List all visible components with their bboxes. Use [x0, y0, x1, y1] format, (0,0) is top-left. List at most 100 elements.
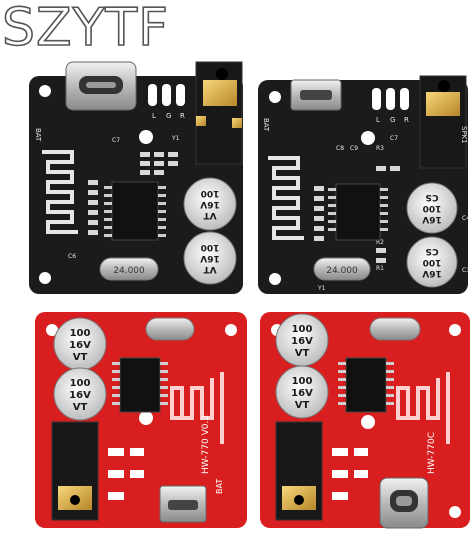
silk-L: L	[152, 112, 156, 120]
solder-pads	[372, 88, 409, 110]
mount-hole	[39, 272, 51, 284]
mount-hole	[139, 130, 153, 144]
pcb-antenna	[268, 156, 304, 240]
chip	[104, 181, 166, 241]
svg-text:100: 100	[423, 257, 442, 267]
svg-text:100: 100	[70, 378, 91, 389]
silk-Y1: Y1	[317, 285, 326, 292]
svg-text:100: 100	[201, 188, 220, 198]
silk-C9: C9	[350, 145, 358, 152]
silk-C3: C3	[462, 267, 470, 274]
chip	[328, 183, 388, 241]
silk-G: G	[166, 112, 171, 120]
capacitor: 16V 100 CS	[406, 182, 458, 234]
brand-watermark: SZYTF	[1, 0, 170, 59]
svg-text:16V: 16V	[422, 268, 442, 278]
svg-text:100: 100	[292, 376, 313, 387]
chip	[338, 357, 394, 413]
board-black-typec: L G R BAT C7 Y1	[29, 61, 243, 294]
smd-components	[314, 166, 400, 263]
silk-C7: Y1	[171, 135, 180, 142]
silk-C4: C4	[462, 215, 470, 222]
silk-C6: C7	[112, 137, 120, 144]
silk-C7: C7	[390, 135, 398, 142]
mount-hole	[46, 324, 58, 336]
mount-hole	[361, 415, 375, 429]
svg-text:100: 100	[201, 242, 220, 252]
usb-c-port	[379, 477, 429, 529]
crystal: 24.000	[99, 257, 159, 281]
svg-text:CS: CS	[425, 246, 438, 256]
capacitor: 100 16V VT	[53, 367, 107, 421]
crystal: 24.000	[313, 257, 371, 281]
svg-text:VT: VT	[203, 264, 217, 274]
svg-text:24.000: 24.000	[326, 266, 358, 276]
capacitor: 100 16V VT	[53, 317, 107, 371]
capacitor: VT 16V 100	[183, 231, 237, 285]
svg-text:16V: 16V	[200, 199, 220, 209]
mount-hole	[269, 91, 281, 103]
audio-jack	[275, 421, 323, 521]
silk-R: R	[180, 112, 185, 120]
micro-usb-port	[290, 79, 342, 111]
capacitor: 100 16V VT	[275, 365, 329, 419]
svg-text:100: 100	[70, 328, 91, 339]
solder-pads	[148, 84, 185, 106]
svg-text:VT: VT	[73, 352, 88, 363]
chip	[112, 357, 168, 413]
svg-text:VT: VT	[73, 402, 88, 413]
mount-hole	[269, 273, 281, 285]
svg-text:16V: 16V	[291, 336, 313, 347]
solder-pads	[108, 448, 144, 500]
mount-hole	[39, 85, 51, 97]
silk-BAT: BAT	[34, 128, 42, 142]
mount-hole	[139, 411, 153, 425]
svg-text:16V: 16V	[69, 340, 91, 351]
silk-R3: R3	[376, 145, 384, 152]
silk-C5: C6	[68, 253, 76, 260]
svg-text:CS: CS	[425, 192, 438, 202]
svg-text:16V: 16V	[422, 214, 442, 224]
model-label: HW-770 V0.2	[201, 415, 211, 474]
svg-text:16V: 16V	[291, 388, 313, 399]
capacitor: VT 16V 100	[183, 177, 237, 231]
silk-R: R	[404, 116, 409, 124]
silk-BAT: BAT	[262, 118, 270, 132]
mount-hole	[361, 131, 375, 145]
silk-C8: C8	[336, 145, 344, 152]
silk-SPK1: SPK1	[460, 126, 468, 144]
silk-R1: R1	[376, 265, 384, 272]
silk-R2: R2	[376, 239, 384, 246]
mount-hole	[225, 324, 237, 336]
audio-jack	[195, 61, 243, 165]
micro-usb-port	[159, 485, 207, 523]
svg-text:VT: VT	[295, 400, 310, 411]
smd-components	[88, 152, 178, 235]
board-red-hw770-v02: 100 16V VT 100 16V VT	[35, 312, 247, 528]
pcb-antenna	[170, 378, 214, 420]
crystal	[145, 317, 195, 341]
pcb-antenna	[396, 378, 440, 420]
audio-jack	[51, 421, 99, 521]
board-black-microusb: L G R BAT SPK1 C8 C9 R3 C7 R2 R1	[258, 75, 470, 294]
capacitor: 100 16V VT	[275, 313, 329, 367]
mount-hole	[449, 506, 461, 518]
svg-text:16V: 16V	[200, 253, 220, 263]
svg-text:100: 100	[423, 203, 442, 213]
silk-BAT: BAT	[215, 479, 224, 494]
board-red-hw770c: 100 16V VT 100 16V VT	[260, 312, 470, 529]
usb-c-port	[65, 61, 137, 111]
silk-L: L	[376, 116, 380, 124]
svg-text:24.000: 24.000	[113, 266, 145, 276]
solder-pads	[332, 448, 368, 500]
crystal	[369, 317, 421, 341]
mount-hole	[449, 324, 461, 336]
model-label: HW-770C	[427, 432, 437, 474]
svg-text:100: 100	[292, 324, 313, 335]
silk-G: G	[390, 116, 395, 124]
svg-text:VT: VT	[203, 210, 217, 220]
svg-text:VT: VT	[295, 348, 310, 359]
capacitor: 16V 100 CS	[406, 236, 458, 288]
